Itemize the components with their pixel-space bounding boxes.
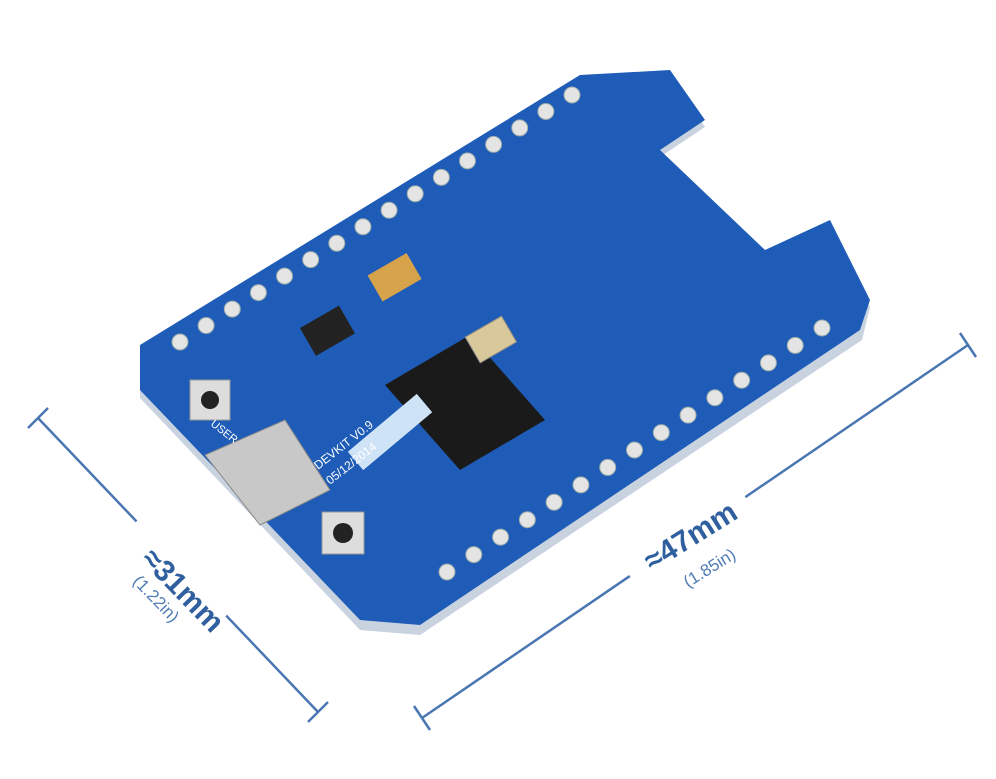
header-pin: [328, 234, 346, 252]
reset-button-cap: [201, 391, 219, 409]
user-button-cap: [333, 523, 353, 543]
header-pin: [223, 300, 241, 318]
header-pin: [511, 119, 529, 137]
header-pin: [302, 251, 320, 269]
header-pin: [197, 317, 215, 335]
header-pins-top: [171, 86, 581, 351]
header-pin: [249, 284, 267, 302]
header-pin: [171, 333, 189, 351]
header-pin: [492, 528, 510, 546]
header-pin: [733, 371, 751, 389]
header-pin: [572, 476, 590, 494]
header-pin: [563, 86, 581, 104]
voltage-regulator: [299, 305, 355, 356]
header-pin: [706, 389, 724, 407]
header-pin: [813, 319, 831, 337]
header-pin: [438, 563, 456, 581]
header-pin: [380, 201, 398, 219]
header-pin: [679, 406, 697, 424]
header-pin: [354, 218, 372, 236]
header-pin: [465, 546, 483, 564]
header-pin: [786, 336, 804, 354]
header-pin: [599, 458, 617, 476]
header-pin: [537, 102, 555, 120]
header-pin: [626, 441, 643, 459]
header-pin: [485, 135, 503, 153]
header-pin: [458, 152, 476, 170]
header-pin: [518, 511, 536, 529]
header-pin: [432, 168, 450, 186]
version-label-bg: [347, 393, 433, 471]
micro-usb-connector: [204, 419, 331, 526]
header-pin: [652, 424, 670, 442]
header-pin: [276, 267, 294, 285]
header-pin: [545, 493, 563, 511]
header-pin: [759, 354, 777, 372]
header-pin: [406, 185, 424, 203]
header-pins-bottom: [438, 319, 831, 581]
capacitor: [367, 253, 422, 302]
crystal: [464, 315, 518, 364]
usb-serial-chip: [385, 335, 545, 470]
